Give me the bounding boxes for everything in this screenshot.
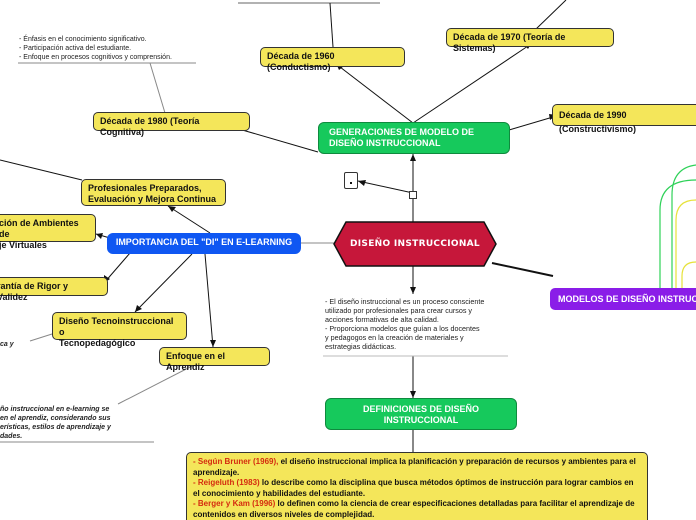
arrow-enfoque [210, 340, 216, 347]
cognitiva-notes: - Énfasis en el conocimiento significati… [19, 35, 172, 62]
arrow-ambientes [96, 233, 103, 239]
decade-1990-node[interactable]: Década de 1990 (Constructivismo) [552, 104, 696, 134]
decade-1980-node[interactable]: Década de 1980 (Teoría Cognitiva) [93, 112, 250, 137]
profesionales-line1: Profesionales Preparados, [88, 183, 202, 193]
cognitiva-note-3: - Enfoque en procesos cognitivos y compr… [19, 54, 172, 61]
ambientes-node[interactable]: ción de Ambientes de je Virtuales [0, 214, 96, 250]
line-imp-tecno [134, 253, 193, 313]
line-gen-1960 [339, 66, 414, 124]
line-1980-notes [149, 62, 166, 114]
collapse-toggle[interactable] [409, 191, 417, 199]
line-center-modelos [491, 262, 554, 277]
line-to-1960 [329, 2, 334, 48]
cognitiva-note-2: - Participación activa del estudiante. [19, 45, 132, 52]
enfoque-note-3: erísticas, estilos de aprendizaje y [0, 424, 111, 431]
center-note-6: estrategias didácticas. [325, 342, 397, 351]
line-to-1970-top [534, 0, 567, 31]
text-bruner: el diseño instruccional implica la plani… [193, 457, 636, 477]
line-imp-profesionales [167, 205, 211, 234]
definicion-berger: - Berger y Kam (1996) lo definen como la… [193, 499, 641, 520]
definiciones-node[interactable]: DEFINICIONES DE DISEÑO INSTRUCCIONAL [325, 398, 517, 430]
line-center-small [357, 180, 414, 194]
arrow-tecno [135, 305, 142, 312]
line-profesionales-left [0, 159, 83, 181]
arrow-def [410, 391, 416, 398]
center-notes: - El diseño instruccional es un proceso … [325, 297, 484, 351]
enfoque-notes: ño instruccional en e-learning se en el … [0, 405, 111, 441]
center-note-5: y pedagogos en la creación de materiales… [325, 333, 464, 342]
ambientes-line1: ción de Ambientes de [0, 218, 79, 239]
definiciones-label-line1: DEFINICIONES DE DISEÑO [362, 404, 479, 414]
curve-green-2 [659, 179, 696, 290]
small-node-dot [350, 182, 352, 184]
definiciones-box[interactable]: - Según Bruner (1969), el diseño instruc… [186, 452, 648, 520]
center-hexagon[interactable] [333, 221, 497, 267]
author-reigeluth: - Reigeluth (1983) [193, 478, 260, 487]
enfoque-note-4: dades. [0, 433, 23, 440]
definiciones-label-line2: INSTRUCCIONAL [383, 415, 459, 425]
line-tecno-note [29, 333, 53, 342]
line-enfoque-notes [117, 363, 197, 405]
center-note-2: utilizado por profesionales para crear c… [325, 306, 473, 315]
arrow-small [358, 180, 366, 186]
small-node[interactable] [344, 172, 358, 189]
tecno-line2: Tecnopedagógico [59, 338, 136, 348]
generaciones-label-line2: DISEÑO INSTRUCCIONAL [329, 138, 441, 148]
generaciones-label-line1: GENERACIONES DE MODELO DE [329, 127, 475, 137]
importancia-node[interactable]: IMPORTANCIA DEL "DI" EN E-LEARNING [107, 233, 301, 254]
center-node-label: DISEÑO INSTRUCCIONAL [350, 239, 480, 249]
arrow-profesionales [168, 206, 176, 212]
enfoque-node[interactable]: Enfoque en el Aprendiz [159, 347, 270, 372]
generaciones-node[interactable]: GENERACIONES DE MODELO DE DISEÑO INSTRUC… [318, 122, 510, 154]
profesionales-line2: Evaluación y Mejora Continua [88, 194, 217, 204]
cognitiva-note-1: - Énfasis en el conocimiento significati… [19, 36, 147, 43]
rigor-node[interactable]: rantía de Rigor y Validez [0, 277, 108, 302]
text-reigeluth: lo describe como la disciplina que busca… [193, 478, 634, 498]
author-berger: - Berger y Kam (1996) [193, 499, 276, 508]
curve-yellow-2 [681, 261, 696, 290]
profesionales-node[interactable]: Profesionales Preparados, Evaluación y M… [81, 179, 226, 206]
decade-1970-node[interactable]: Década de 1970 (Teoría de Sistemas) [446, 28, 614, 53]
definicion-bruner: - Según Bruner (1969), el diseño instruc… [193, 457, 641, 478]
center-note-1: - El diseño instruccional es un proceso … [325, 297, 485, 306]
modelos-node[interactable]: MODELOS DE DISEÑO INSTRUCCIONAL [550, 288, 696, 310]
tecno-line1: Diseño Tecnoinstruccional o [59, 316, 174, 337]
arrow-gen [410, 154, 416, 161]
center-note-4: - Proporciona modelos que guían a los do… [325, 324, 480, 333]
decade-1960-node[interactable]: Década de 1960 (Conductismo) [260, 47, 405, 72]
enfoque-note-1: ño instruccional en e-learning se [0, 406, 110, 413]
center-note-3: acciones formativas de alta calidad. [325, 315, 439, 324]
curve-green-1 [671, 164, 696, 290]
tecno-note: ca y [0, 341, 14, 348]
curve-yellow-1 [675, 199, 696, 290]
line-gen-1970 [412, 45, 529, 124]
line-gen-1990 [508, 116, 554, 131]
enfoque-note-2: en el aprendiz, considerando sus [0, 415, 111, 422]
text-berger: lo definen como la ciencia de crear espe… [193, 499, 635, 519]
tecno-node[interactable]: Diseño Tecnoinstruccional o Tecnopedagóg… [52, 312, 187, 348]
line-imp-enfoque [204, 253, 214, 348]
line-gen-1980 [231, 126, 319, 153]
ambientes-line2: je Virtuales [0, 240, 47, 250]
arrow-notes [410, 287, 416, 294]
definicion-reigeluth: - Reigeluth (1983) lo describe como la d… [193, 478, 641, 499]
author-bruner: - Según Bruner (1969), [193, 457, 279, 466]
